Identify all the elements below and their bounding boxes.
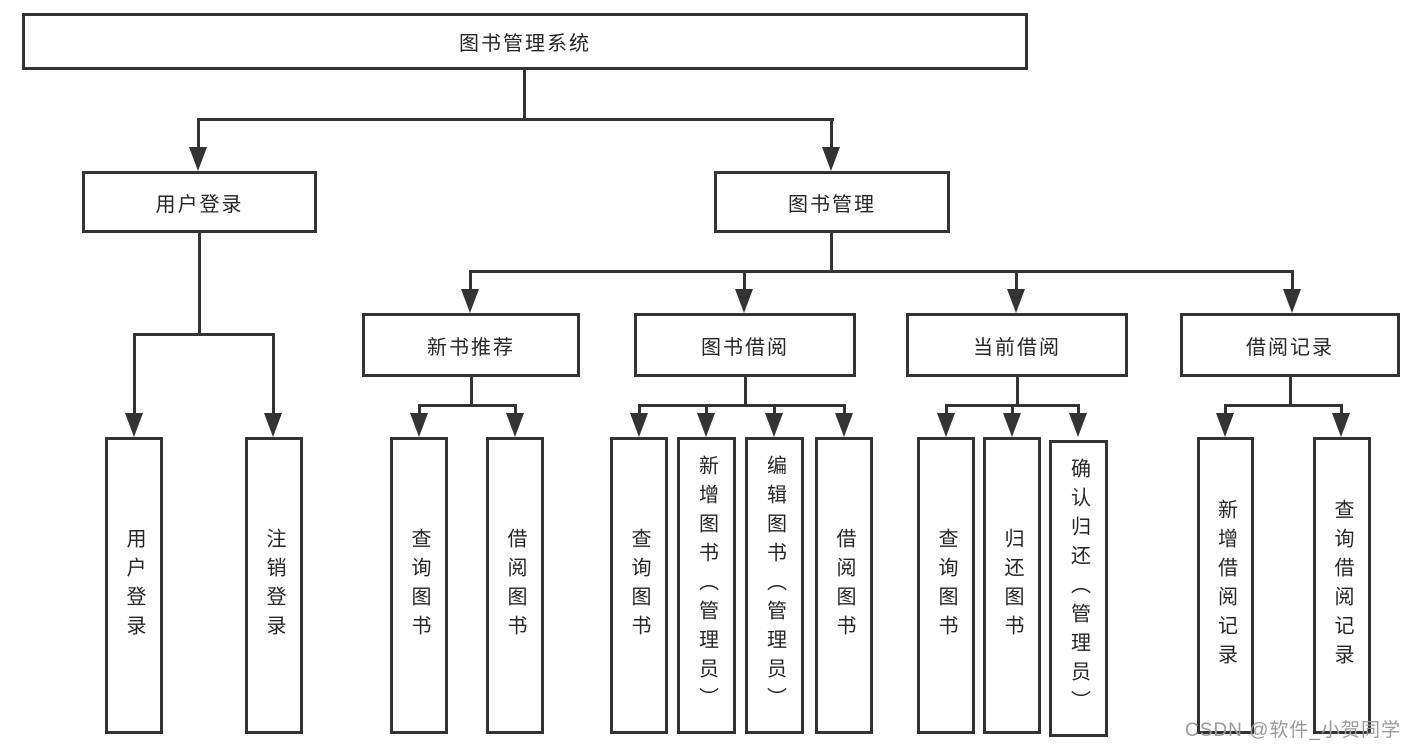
connector-line — [743, 273, 746, 291]
node-current-borrowing: 当前借阅 — [906, 313, 1128, 377]
connector-line — [198, 233, 201, 335]
node-book-borrowing: 图书借阅 — [634, 313, 856, 377]
leaf-label: 借阅图书 — [833, 527, 855, 644]
leaf-logout-login: 注销登录 — [245, 437, 303, 734]
leaf-label: 查询借阅记录 — [1331, 498, 1353, 673]
connector-line — [638, 407, 641, 415]
arrow-down-icon — [765, 413, 783, 437]
leaf-label: 新增图书（管理员） — [695, 455, 718, 716]
arrow-down-icon — [1069, 413, 1087, 437]
leaf-query-books: 查询图书 — [610, 437, 668, 734]
arrow-down-icon — [822, 147, 840, 171]
connector-line — [1340, 407, 1343, 415]
leaf-label: 注销登录 — [263, 527, 285, 644]
connector-line — [418, 404, 517, 407]
arrow-down-icon — [735, 289, 753, 313]
connector-line — [1289, 377, 1292, 406]
arrow-down-icon — [264, 413, 282, 437]
connector-line — [1016, 377, 1019, 406]
connector-line — [945, 404, 1080, 407]
connector-line — [773, 407, 776, 415]
connector-line — [133, 336, 136, 415]
connector-line — [197, 118, 834, 121]
leaf-label: 归还图书 — [1001, 527, 1023, 644]
arrow-down-icon — [697, 413, 715, 437]
connector-line — [418, 407, 421, 415]
connector-line — [945, 407, 948, 415]
connector-line — [1224, 407, 1227, 415]
leaf-query-books: 查询图书 — [390, 437, 448, 734]
connector-line — [830, 121, 833, 149]
leaf-label: 用户登录 — [123, 527, 145, 644]
leaf-add-book-admin: 新增图书（管理员） — [677, 437, 736, 734]
connector-line — [1015, 273, 1018, 291]
arrow-down-icon — [189, 147, 207, 171]
connector-line — [470, 377, 473, 406]
leaf-query-books: 查询图书 — [917, 437, 975, 734]
leaf-label: 查询图书 — [628, 527, 650, 644]
connector-line — [843, 407, 846, 415]
node-borrowing-records: 借阅记录 — [1180, 313, 1400, 377]
arrow-down-icon — [125, 413, 143, 437]
node-user-login: 用户登录 — [82, 171, 317, 233]
connector-line — [705, 407, 708, 415]
arrow-down-icon — [461, 289, 479, 313]
leaf-borrow-books: 借阅图书 — [815, 437, 873, 734]
connector-line — [1011, 407, 1014, 415]
leaf-borrow-books: 借阅图书 — [486, 437, 544, 734]
arrow-down-icon — [1332, 413, 1350, 437]
leaf-label: 新增借阅记录 — [1214, 498, 1237, 673]
node-book-management: 图书管理 — [714, 171, 950, 233]
leaf-query-borrow-record: 查询借阅记录 — [1313, 437, 1371, 734]
connector-line — [133, 333, 275, 336]
leaf-add-borrow-record: 新增借阅记录 — [1197, 437, 1254, 734]
node-new-book-recommendation: 新书推荐 — [362, 313, 580, 377]
arrow-down-icon — [1007, 289, 1025, 313]
connector-line — [1224, 404, 1343, 407]
connector-line — [197, 121, 200, 149]
leaf-label: 借阅图书 — [504, 527, 526, 644]
leaf-edit-book-admin: 编辑图书（管理员） — [745, 437, 804, 734]
leaf-return-books: 归还图书 — [983, 437, 1041, 734]
connector-line — [638, 404, 846, 407]
leaf-label: 查询图书 — [408, 527, 430, 644]
connector-line — [514, 407, 517, 415]
arrow-down-icon — [1216, 413, 1234, 437]
connector-line — [272, 336, 275, 415]
arrow-down-icon — [1283, 289, 1301, 313]
arrow-down-icon — [1003, 413, 1021, 437]
arrow-down-icon — [835, 413, 853, 437]
arrow-down-icon — [630, 413, 648, 437]
leaf-confirm-return-admin: 确认归还（管理员） — [1049, 440, 1108, 737]
connector-line — [523, 69, 526, 120]
leaf-user-login: 用户登录 — [105, 437, 163, 734]
leaf-label: 编辑图书（管理员） — [763, 455, 786, 716]
node-library-management-system: 图书管理系统 — [22, 13, 1028, 70]
arrow-down-icon — [937, 413, 955, 437]
connector-line — [1077, 407, 1080, 415]
watermark: CSDN @软件_小贺同学 — [1185, 720, 1401, 741]
connector-line — [469, 270, 1294, 273]
connector-line — [830, 233, 833, 272]
connector-line — [744, 377, 747, 406]
leaf-label: 确认归还（管理员） — [1067, 458, 1090, 719]
leaf-label: 查询图书 — [935, 527, 957, 644]
connector-line — [1291, 273, 1294, 291]
connector-line — [469, 273, 472, 291]
arrow-down-icon — [506, 413, 524, 437]
arrow-down-icon — [410, 413, 428, 437]
